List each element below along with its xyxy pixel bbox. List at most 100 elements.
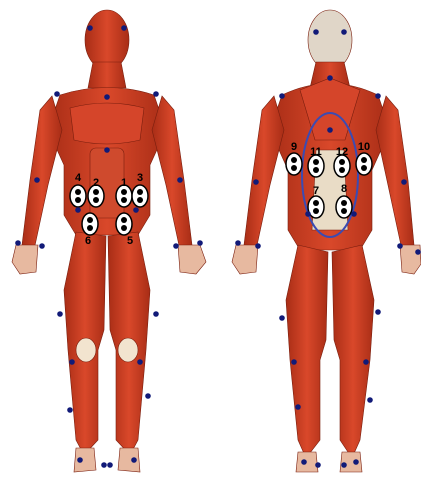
back-right-arm — [376, 96, 414, 250]
back-left-arm — [244, 96, 284, 250]
landmark-marker — [375, 309, 381, 315]
landmark-marker — [197, 240, 203, 246]
front-left-hand — [12, 245, 38, 274]
landmark-marker — [153, 311, 159, 317]
landmark-marker — [327, 75, 333, 81]
back-left-hand — [232, 245, 258, 274]
landmark-marker — [137, 359, 143, 365]
posterior-figure — [232, 10, 421, 472]
electrode-outline — [356, 153, 372, 175]
landmark-marker — [54, 91, 60, 97]
landmark-marker — [315, 462, 321, 468]
landmark-marker — [341, 462, 347, 468]
electrode-contact — [75, 189, 81, 195]
back-left-foot — [296, 452, 318, 472]
electrode-contact — [121, 197, 127, 203]
landmark-marker — [301, 459, 307, 465]
electrode-label-3: 3 — [137, 172, 143, 184]
electrode-outline — [336, 196, 352, 218]
landmark-marker — [313, 29, 319, 35]
electrode-outline — [308, 155, 324, 177]
electrode-contact — [341, 208, 347, 214]
front-right-knee — [118, 338, 138, 362]
electrode-contact — [291, 157, 297, 163]
landmark-marker — [69, 359, 75, 365]
landmark-marker — [39, 243, 45, 249]
front-head — [85, 10, 129, 70]
electrode-contact — [93, 197, 99, 203]
electrode-contact — [339, 167, 345, 173]
electrode-contact — [291, 165, 297, 171]
electrode-outline — [334, 155, 350, 177]
landmark-marker — [173, 243, 179, 249]
landmark-marker — [305, 211, 311, 217]
front-right-hand — [178, 245, 206, 274]
landmark-marker — [101, 462, 107, 468]
landmark-marker — [77, 457, 83, 463]
landmark-marker — [415, 249, 421, 255]
electrode-outline — [82, 213, 98, 235]
landmark-marker — [131, 457, 137, 463]
landmark-marker — [107, 462, 113, 468]
landmark-marker — [295, 404, 301, 410]
electrode-contact — [121, 225, 127, 231]
electrode-contact — [339, 159, 345, 165]
electrode-contact — [341, 200, 347, 206]
landmark-marker — [57, 311, 63, 317]
landmark-marker — [104, 147, 110, 153]
electrode-contact — [121, 217, 127, 223]
landmark-marker — [145, 393, 151, 399]
landmark-marker — [279, 93, 285, 99]
back-right-leg — [332, 245, 374, 458]
landmark-marker — [363, 359, 369, 365]
electrode-contact — [313, 159, 319, 165]
landmark-marker — [397, 243, 403, 249]
electrode-contact — [361, 157, 367, 163]
electrode-label-5: 5 — [127, 235, 133, 247]
landmark-marker — [34, 177, 40, 183]
front-pectorals — [70, 103, 144, 144]
front-neck — [88, 62, 126, 88]
electrode-pair-12: 12 — [334, 146, 350, 177]
electrode-outline — [132, 185, 148, 207]
landmark-marker — [351, 211, 357, 217]
landmark-marker — [401, 179, 407, 185]
electrode-contact — [313, 167, 319, 173]
electrode-label-9: 9 — [291, 141, 297, 153]
electrode-label-4: 4 — [75, 172, 82, 184]
electrode-contact — [313, 208, 319, 214]
electrode-outline — [70, 185, 86, 207]
electrode-label-2: 2 — [93, 177, 99, 189]
front-left-arm — [22, 96, 62, 250]
landmark-marker — [235, 240, 241, 246]
anterior-figure — [12, 10, 206, 472]
electrode-contact — [137, 189, 143, 195]
electrode-contact — [313, 200, 319, 206]
electrode-label-8: 8 — [341, 183, 347, 195]
electrode-contact — [75, 197, 81, 203]
landmark-marker — [253, 179, 259, 185]
front-right-arm — [152, 96, 192, 250]
electrode-label-1: 1 — [121, 177, 127, 189]
landmark-marker — [341, 29, 347, 35]
electrode-label-7: 7 — [313, 185, 319, 197]
electrode-contact — [87, 225, 93, 231]
electrode-contact — [93, 189, 99, 195]
landmark-marker — [67, 407, 73, 413]
electrode-label-12: 12 — [336, 146, 348, 158]
electrode-contact — [137, 197, 143, 203]
electrode-label-11: 11 — [310, 146, 322, 158]
electrode-outline — [116, 213, 132, 235]
landmark-marker — [353, 459, 359, 465]
back-left-leg — [286, 245, 328, 458]
back-head — [308, 10, 352, 70]
electrode-contact — [87, 217, 93, 223]
landmark-marker — [279, 315, 285, 321]
landmark-marker — [177, 177, 183, 183]
landmark-marker — [104, 94, 110, 100]
electrode-outline — [286, 153, 302, 175]
electrode-pair-10: 10 — [356, 141, 372, 175]
landmark-marker — [15, 240, 21, 246]
electrode-pair-11: 11 — [308, 146, 324, 177]
